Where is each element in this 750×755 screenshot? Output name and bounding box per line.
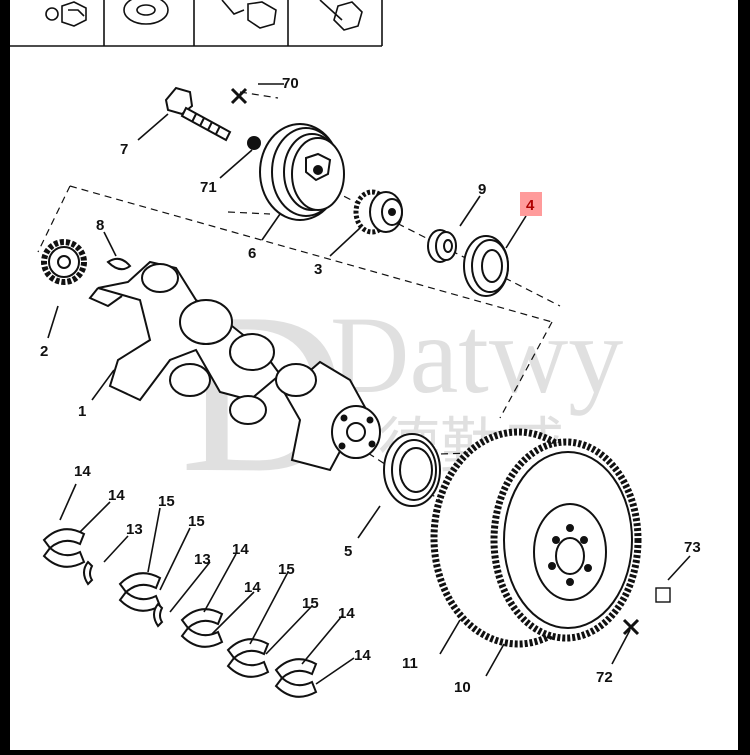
stud-icon [319,0,363,31]
bearing-shell [180,608,224,630]
bearing-shell [226,656,270,678]
callout-71[interactable]: 71 [200,179,217,196]
nut-icon [45,1,87,27]
spacer-ring [427,229,457,263]
callout-14[interactable]: 14 [244,579,261,596]
square-marker-icon [655,587,671,603]
pulley-bolt [164,86,232,142]
callout-6[interactable]: 6 [248,245,256,262]
bearing-shell [42,546,86,568]
callout-8[interactable]: 8 [96,217,104,234]
callout-11[interactable]: 11 [402,655,418,672]
bearing-shell [274,658,318,680]
callout-9[interactable]: 9 [478,181,486,198]
bearing-shells [42,528,318,698]
callout-15[interactable]: 15 [158,493,175,510]
washer-icon [123,0,169,25]
callout-13[interactable]: 13 [194,551,211,568]
callout-14[interactable]: 14 [74,463,91,480]
bearing-shell [118,572,162,594]
callout-14[interactable]: 14 [338,605,355,622]
fastener-legend [10,0,383,47]
thrust-washer [153,602,164,628]
callout-10[interactable]: 10 [454,679,471,696]
bolt-icon [221,0,277,29]
crankshaft-gear [353,189,403,235]
flywheel-assembly [430,428,642,648]
rear-oil-seal [383,433,441,507]
callout-15[interactable]: 15 [278,561,295,578]
callout-3[interactable]: 3 [314,261,322,278]
highlight-box [520,192,542,216]
callout-15[interactable]: 15 [302,595,319,612]
bearing-shell [226,638,270,660]
bearing-shell [274,676,318,698]
cross-marker-icon [230,87,248,105]
bearing-shell [118,590,162,612]
callout-13[interactable]: 13 [126,521,143,538]
callout-14[interactable]: 14 [108,487,125,504]
dot-marker-icon [247,136,261,150]
symbols [230,87,671,636]
callout-5[interactable]: 5 [344,543,352,560]
callout-1[interactable]: 1 [78,403,86,420]
timing-sprocket [41,239,87,285]
callout-73[interactable]: 73 [684,539,701,556]
front-oil-seal [463,235,509,297]
callout-14[interactable]: 14 [232,541,249,558]
callout-4[interactable]: 4 [526,197,535,214]
woodruff-key [106,257,132,271]
crankshaft [88,260,381,472]
callout-70[interactable]: 70 [282,75,299,92]
bearing-shell [42,528,86,550]
callout-15[interactable]: 15 [188,513,205,530]
callout-2[interactable]: 2 [40,343,48,360]
damper-pulley [259,123,345,221]
callout-14[interactable]: 14 [354,647,371,664]
watermark-brand: Datwy [330,294,623,416]
callout-7[interactable]: 7 [120,141,128,158]
bearing-shell [180,626,224,648]
leader-lines [47,83,691,685]
thrust-washer [83,560,94,586]
callout-72[interactable]: 72 [596,669,613,686]
callout-labels: 70 7 71 6 3 9 4 8 2 1 5 14 14 13 15 15 1… [40,75,701,696]
cross-marker-icon [622,618,640,636]
